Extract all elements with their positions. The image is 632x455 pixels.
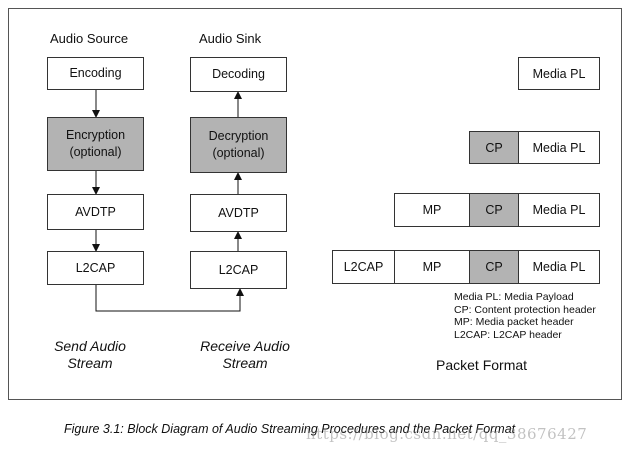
packet-row3-mp: MP <box>394 193 470 227</box>
sink-l2cap-box: L2CAP <box>190 251 287 289</box>
legend-item: MP: Media packet header <box>454 316 574 328</box>
packet-legend: Media PL: Media Payload CP: Content prot… <box>454 291 596 341</box>
decoding-box: Decoding <box>190 57 287 92</box>
watermark: https://blog.csdn.net/qq_38676427 <box>306 425 588 443</box>
packet-row4-mp: MP <box>394 250 470 284</box>
sink-avdtp-box: AVDTP <box>190 194 287 232</box>
packet-row2-media-pl: Media PL <box>518 131 600 164</box>
packet-row3-cp: CP <box>469 193 519 227</box>
packet-row4-cp: CP <box>469 250 519 284</box>
packet-format-title: Packet Format <box>436 357 528 373</box>
encryption-box: Encryption (optional) <box>47 117 144 171</box>
legend-item: L2CAP: L2CAP header <box>454 328 562 341</box>
packet-row2-cp: CP <box>469 131 519 164</box>
receive-audio-stream-label: Receive Audio Stream <box>200 338 290 371</box>
legend-item: CP: Content protection header <box>454 303 596 316</box>
figure-caption: Figure 3.1: Block Diagram of Audio Strea… <box>64 422 516 436</box>
link-l2cap-source-to-sink <box>95 285 244 312</box>
decryption-box: Decryption (optional) <box>190 117 287 173</box>
send-audio-stream-label: Send Audio Stream <box>54 338 126 371</box>
source-avdtp-box: AVDTP <box>47 194 144 230</box>
audio-sink-title: Audio Sink <box>199 31 262 46</box>
packet-row4-l2cap: L2CAP <box>332 250 395 284</box>
encoding-box: Encoding <box>47 57 144 90</box>
packet-row3-media-pl: Media PL <box>518 193 600 227</box>
packet-row4-media-pl: Media PL <box>518 250 600 284</box>
legend-item: Media PL: Media Payload <box>454 291 574 303</box>
audio-source-title: Audio Source <box>50 31 129 46</box>
packet-row1-media-pl: Media PL <box>518 57 600 90</box>
source-l2cap-box: L2CAP <box>47 251 144 285</box>
